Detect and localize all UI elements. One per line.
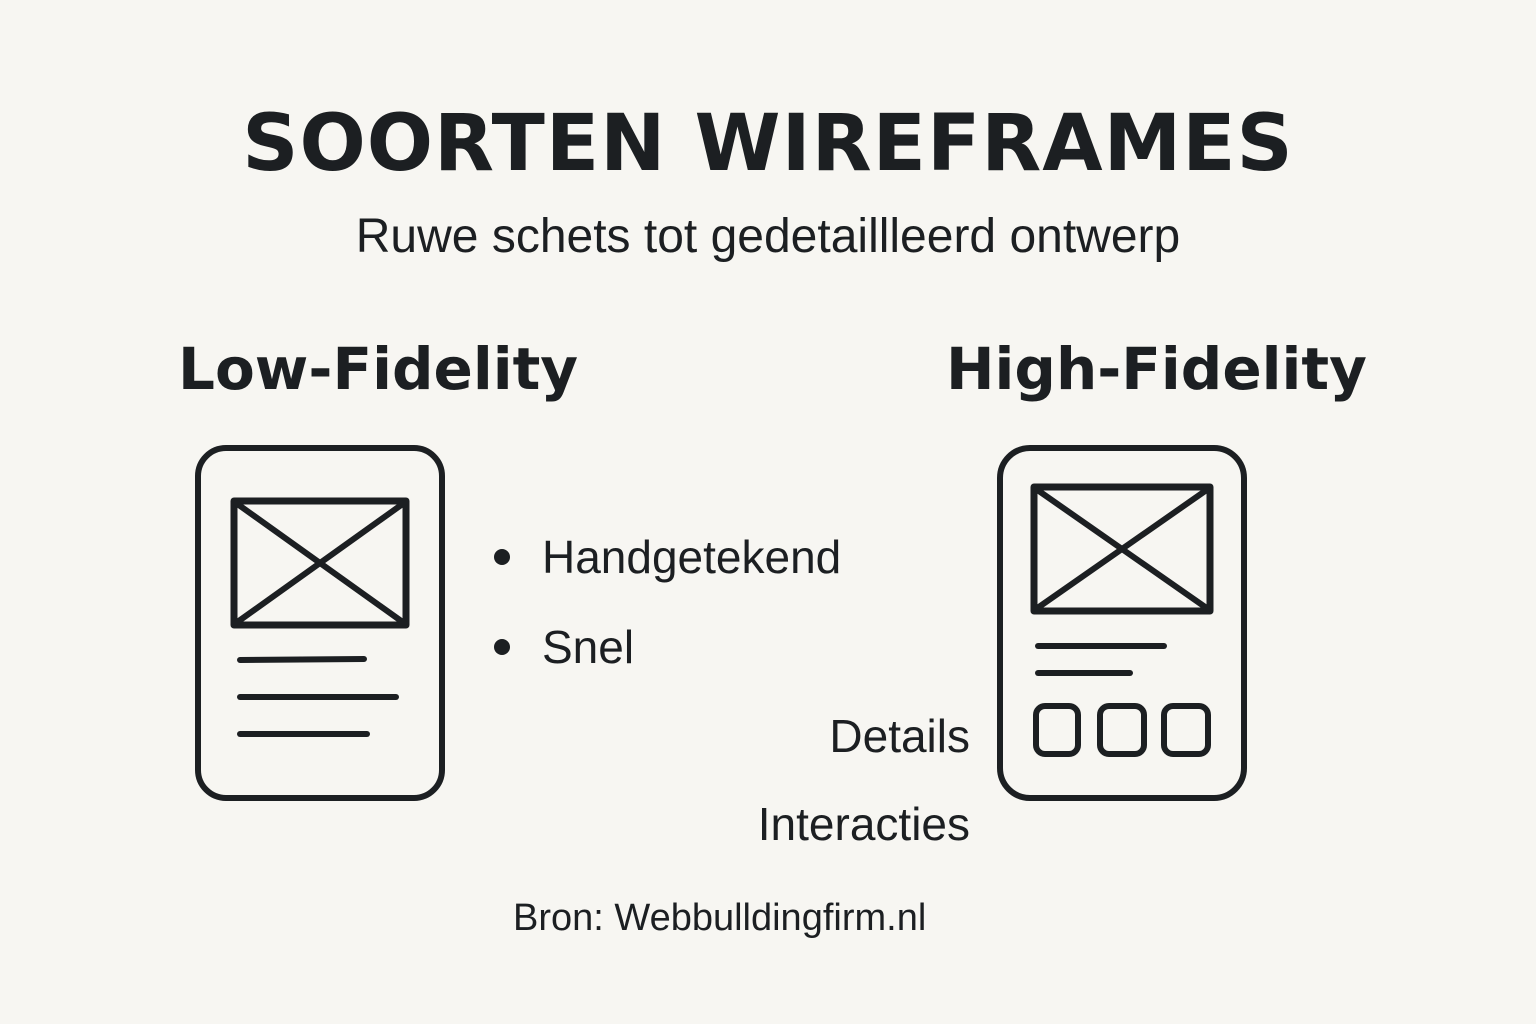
wireframe-sketch-icon: [190, 440, 450, 806]
low-fidelity-features: Handgetekend Snel: [494, 512, 841, 692]
feature-label: Snel: [542, 621, 635, 673]
feature-item: Snel: [494, 602, 841, 692]
image-placeholder-icon: [230, 497, 410, 629]
feature-label: Details: [829, 710, 970, 762]
source-credit: Bron: Webbulldingfirm.nl: [513, 897, 927, 939]
wireframe-detailed-icon: [992, 440, 1252, 806]
page-subtitle: Ruwe schets tot gedetaillleerd ontwerp: [355, 210, 1181, 263]
bullet-icon: [494, 549, 510, 565]
high-fidelity-heading: High-Fidelity: [946, 335, 1367, 403]
text-line: [237, 656, 367, 663]
phone-frame: [997, 445, 1247, 801]
image-placeholder-icon: [1030, 483, 1214, 615]
low-fidelity-heading: Low-Fidelity: [178, 335, 579, 403]
feature-item: Handgetekend: [494, 512, 841, 602]
bullet-icon: [494, 639, 510, 655]
feature-label: Interacties: [757, 798, 970, 850]
phone-frame: [195, 445, 445, 801]
high-fidelity-features: Details Interacties: [758, 692, 970, 868]
button-placeholder: [1033, 703, 1081, 757]
feature-label: Handgetekend: [542, 531, 842, 583]
button-placeholder: [1097, 703, 1147, 757]
button-placeholder: [1161, 703, 1211, 757]
page-title: SOORTEN WIREFRAMES: [242, 99, 1294, 189]
